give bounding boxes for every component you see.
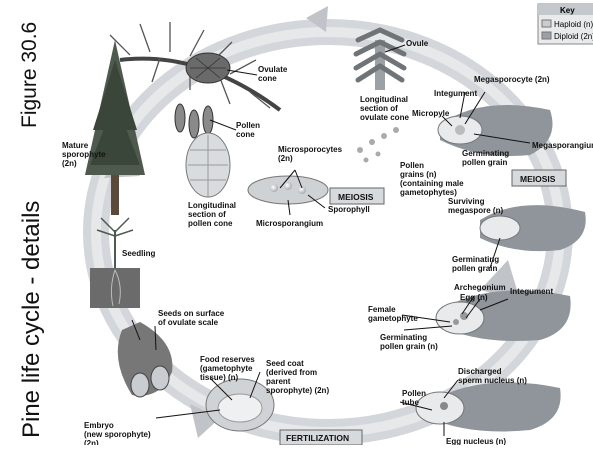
archegonium-illustration: [436, 290, 571, 341]
pine-life-cycle-diagram: Key Haploid (n) Diploid (2n): [60, 0, 593, 445]
label-microsporocytes: Microsporocytes(2n): [278, 145, 343, 163]
slide-title: Pine life cycle - details: [18, 201, 46, 438]
label-microsporangium: Microsporangium: [256, 219, 323, 228]
label-embryo: Embryo(new sporophyte)(2n): [84, 421, 151, 445]
key-title: Key: [560, 6, 575, 15]
meiosis-label-left: MEIOSIS: [338, 192, 374, 202]
side-title-panel: Figure 30.6 Pine life cycle - details: [0, 0, 60, 445]
key-diploid: Diploid (2n): [554, 32, 593, 41]
label-ovule: Ovule: [406, 39, 429, 48]
label-egg: Egg (n): [460, 293, 488, 302]
meiosis-box-left: MEIOSIS: [330, 188, 384, 204]
label-megasporocyte: Megasporocyte (2n): [474, 75, 550, 84]
diploid-swatch: [542, 32, 551, 39]
meiosis-label-right: MEIOSIS: [520, 174, 556, 184]
meiosis-box-right: MEIOSIS: [512, 170, 566, 186]
fertilization-box: FERTILIZATION: [280, 430, 362, 445]
fertilization-illustration: [416, 382, 561, 431]
pollen-cone-section-illustration: [186, 133, 230, 197]
label-megasporangium: Megasporangium: [532, 141, 593, 150]
label-sporophyll: Sporophyll: [328, 205, 370, 214]
key: Key Haploid (n) Diploid (2n): [538, 4, 593, 44]
seed-section-illustration: [206, 379, 274, 431]
label-archegonium: Archegonium: [454, 283, 506, 292]
haploid-swatch: [542, 20, 551, 27]
ovulate-scale-seeds-illustration: [118, 322, 173, 397]
label-integument-top: Integument: [434, 89, 477, 98]
microsporangium-illustration: [248, 176, 328, 204]
label-integument-mid: Integument: [510, 287, 553, 296]
figure-number: Figure 30.6: [18, 22, 42, 128]
label-egg-nucleus: Egg nucleus (n): [446, 437, 506, 445]
label-micropyle: Micropyle: [412, 109, 450, 118]
pollen-grains-illustration: [357, 127, 399, 163]
label-seedling: Seedling: [122, 249, 155, 258]
key-haploid: Haploid (n): [554, 20, 593, 29]
fertilization-label: FERTILIZATION: [286, 433, 349, 443]
